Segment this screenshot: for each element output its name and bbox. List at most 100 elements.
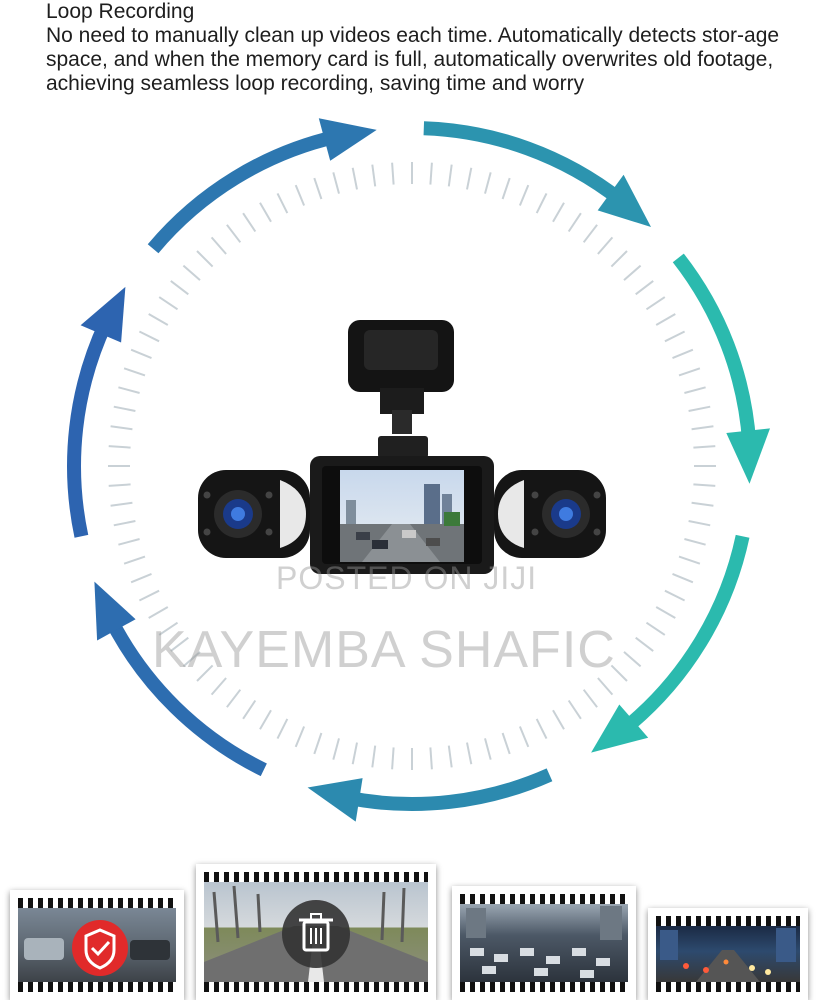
tick-mark	[567, 212, 582, 233]
tick-mark	[664, 330, 686, 343]
tick-mark	[655, 606, 676, 619]
tick-mark	[332, 738, 340, 760]
tick-mark	[623, 264, 642, 281]
tick-mark	[313, 732, 323, 755]
tick-mark	[123, 555, 146, 565]
tick-mark	[351, 167, 358, 190]
tick-mark	[182, 264, 201, 281]
tick-mark	[148, 313, 169, 326]
tick-mark	[678, 555, 701, 565]
tick-mark	[170, 280, 189, 296]
tick-mark	[371, 745, 377, 768]
arrow-head-icon	[307, 778, 363, 822]
arrow-head-icon	[597, 174, 651, 227]
tick-mark	[693, 445, 716, 449]
tick-mark	[118, 386, 140, 394]
tick-mark	[484, 172, 492, 194]
tick-mark	[518, 726, 530, 748]
thumbnail-delete	[196, 864, 436, 1000]
tick-mark	[276, 718, 289, 740]
loop-arrow-segment	[672, 253, 757, 443]
tick-mark	[623, 651, 642, 668]
tick-mark	[242, 212, 257, 233]
tick-mark	[294, 726, 306, 748]
tick-mark	[688, 520, 711, 527]
tick-mark	[684, 386, 706, 394]
tick-mark	[259, 202, 272, 223]
loop-diagram	[67, 118, 770, 822]
tick-mark	[226, 689, 242, 708]
shield-check-icon	[72, 920, 128, 976]
tick-mark	[567, 699, 582, 720]
tick-mark	[196, 250, 214, 268]
tick-mark	[259, 709, 272, 730]
feature-title: Loop Recording	[46, 0, 195, 23]
feature-description: No need to manually clean up videos each…	[46, 24, 780, 95]
tick-mark	[313, 177, 323, 200]
tick-mark	[138, 330, 160, 343]
thumbnail-strip	[0, 850, 821, 1000]
tick-mark	[182, 651, 201, 668]
film-strip-bottom	[460, 982, 628, 992]
loop-arrow-segment	[147, 129, 338, 254]
tick-mark	[429, 162, 433, 185]
loop-arrow-segment	[346, 768, 553, 811]
arrow-head-icon	[726, 428, 770, 484]
film-strip-top	[656, 916, 800, 926]
tick-mark	[688, 405, 711, 412]
film-strip-bottom	[656, 982, 800, 992]
tick-mark	[226, 224, 242, 243]
tick-mark	[210, 236, 227, 255]
film-strip-top	[204, 872, 428, 882]
tick-mark	[447, 164, 453, 187]
tick-mark	[110, 501, 133, 507]
loop-arrow-segment	[67, 320, 113, 538]
tick-mark	[276, 192, 289, 214]
watermark-name: KAYEMBA SHAFIC	[152, 621, 616, 679]
tick-mark	[597, 677, 614, 696]
tick-mark	[645, 296, 666, 311]
thumbnail-scene	[204, 882, 428, 982]
thumbnail-scene	[460, 904, 628, 982]
tick-mark	[113, 520, 136, 527]
tick-mark	[130, 348, 152, 360]
tick-mark	[645, 621, 666, 636]
tick-mark	[466, 742, 473, 765]
tick-mark	[158, 621, 179, 636]
tick-mark	[582, 224, 598, 243]
tick-mark	[501, 732, 511, 755]
tick-mark	[108, 483, 131, 487]
arrow-head-icon	[318, 118, 377, 161]
tick-mark	[501, 177, 511, 200]
tick-mark	[108, 445, 131, 449]
tick-mark	[672, 572, 694, 584]
dashcam-image	[198, 320, 606, 574]
tick-mark	[351, 742, 358, 765]
thumbnail-scene	[656, 926, 800, 982]
tick-mark	[429, 747, 433, 770]
tick-mark	[518, 184, 530, 206]
tick-mark	[635, 280, 654, 296]
tick-mark	[123, 367, 146, 377]
arrow-head-icon	[94, 581, 136, 641]
tick-mark	[672, 348, 694, 360]
tick-mark	[130, 572, 152, 584]
tick-mark	[371, 164, 377, 187]
loop-arrow-segment	[423, 121, 625, 206]
tick-mark	[170, 636, 189, 652]
tick-mark	[552, 202, 565, 223]
tick-mark	[391, 747, 395, 770]
loop-arrow-segment	[104, 616, 267, 777]
tick-mark	[138, 589, 160, 602]
loop-arrows	[67, 118, 770, 822]
tick-mark	[148, 606, 169, 619]
arrow-head-icon	[591, 704, 649, 753]
tick-mark	[332, 172, 340, 194]
tick-mark	[678, 367, 701, 377]
arrow-head-icon	[80, 286, 126, 343]
tick-mark	[684, 538, 706, 546]
loop-arrow-segment	[620, 534, 750, 735]
tick-mark	[118, 538, 140, 546]
tick-mark	[391, 162, 395, 185]
thumbnail-night	[648, 908, 808, 1000]
